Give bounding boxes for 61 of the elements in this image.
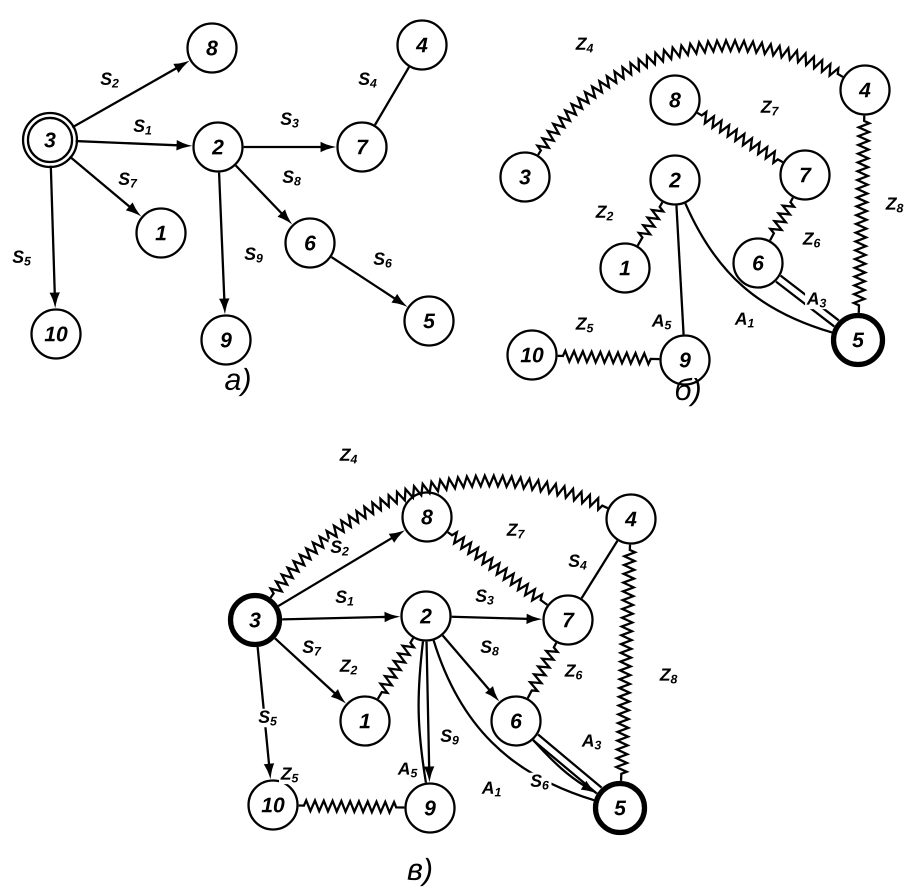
zigzag-line bbox=[850, 116, 872, 313]
zigzag-line bbox=[298, 797, 404, 816]
arrow bbox=[442, 634, 498, 699]
edge-label: Z$_{7}$ bbox=[505, 522, 527, 540]
zigzag-line bbox=[768, 197, 797, 241]
zigzag-line bbox=[558, 348, 660, 368]
connector-line bbox=[580, 540, 618, 599]
edge-label: S$_{8}$ bbox=[280, 168, 304, 188]
edge-label: Z$_{2}$ bbox=[594, 204, 616, 222]
edge-label: S$_{5}$ bbox=[10, 248, 34, 268]
arrow bbox=[532, 739, 594, 792]
edge-label: Z$_{8}$ bbox=[658, 666, 680, 686]
arrow bbox=[72, 62, 186, 128]
edge-label: A$_{3}$ bbox=[805, 290, 829, 310]
edge-label: S$_{6}$ bbox=[528, 772, 552, 792]
edge-label: S$_{3}$ bbox=[278, 110, 302, 130]
arrow bbox=[234, 164, 290, 222]
arrow bbox=[68, 156, 138, 214]
connector-line bbox=[432, 640, 594, 802]
edge-label: S$_{4}$ bbox=[566, 552, 590, 572]
zigzag-line bbox=[636, 202, 666, 246]
edge-label: A$_{1}$ bbox=[733, 310, 757, 330]
edge-label: Z$_{4}$ bbox=[574, 36, 596, 54]
edge-label: A$_{3}$ bbox=[580, 732, 604, 752]
edge-label: S$_{9}$ bbox=[242, 246, 266, 264]
zigzag-line bbox=[268, 472, 608, 598]
connector-line bbox=[775, 274, 840, 328]
edge-label: Z$_{5}$ bbox=[279, 766, 301, 784]
edge-label: Z$_{2}$ bbox=[338, 658, 360, 676]
zigzag-line bbox=[526, 642, 560, 699]
connector-line bbox=[374, 66, 410, 126]
edge-label: A$_{5}$ bbox=[396, 760, 420, 780]
edge-label: Z$_{7}$ bbox=[759, 98, 781, 118]
edge-label: Z$_{4}$ bbox=[338, 446, 360, 466]
connector-line bbox=[532, 734, 602, 794]
zigzag-line bbox=[447, 530, 548, 606]
zigzag-line bbox=[534, 37, 844, 155]
edge-label: S$_{1}$ bbox=[132, 118, 154, 136]
edge-label: Z$_{8}$ bbox=[884, 196, 906, 214]
connector-line bbox=[684, 202, 832, 334]
arrow bbox=[274, 638, 344, 702]
edge-label: Z$_{6}$ bbox=[801, 230, 823, 250]
edge-label: Z$_{5}$ bbox=[574, 316, 596, 334]
edge-label: S$_{2}$ bbox=[98, 70, 122, 90]
edge-label: S$_{9}$ bbox=[438, 728, 462, 746]
edge-label: S$_{1}$ bbox=[334, 588, 356, 608]
arrow bbox=[278, 532, 402, 608]
edge-label: S$_{7}$ bbox=[300, 638, 324, 658]
edge-label: S$_{8}$ bbox=[478, 638, 502, 658]
edge-label: A$_{5}$ bbox=[650, 312, 674, 332]
connector-line bbox=[675, 206, 685, 334]
edge-label: S$_{4}$ bbox=[356, 70, 380, 90]
zigzag-line bbox=[376, 638, 416, 700]
zigzag-line bbox=[696, 109, 784, 166]
edge-label: S$_{7}$ bbox=[116, 170, 140, 190]
zigzag-line bbox=[613, 544, 638, 781]
connector-line bbox=[417, 641, 428, 783]
edge-label: S$_{3}$ bbox=[474, 588, 496, 606]
edge-label: A$_{1}$ bbox=[480, 780, 504, 798]
edge-label: S$_{2}$ bbox=[328, 538, 352, 558]
edge-label: Z$_{6}$ bbox=[563, 662, 585, 682]
